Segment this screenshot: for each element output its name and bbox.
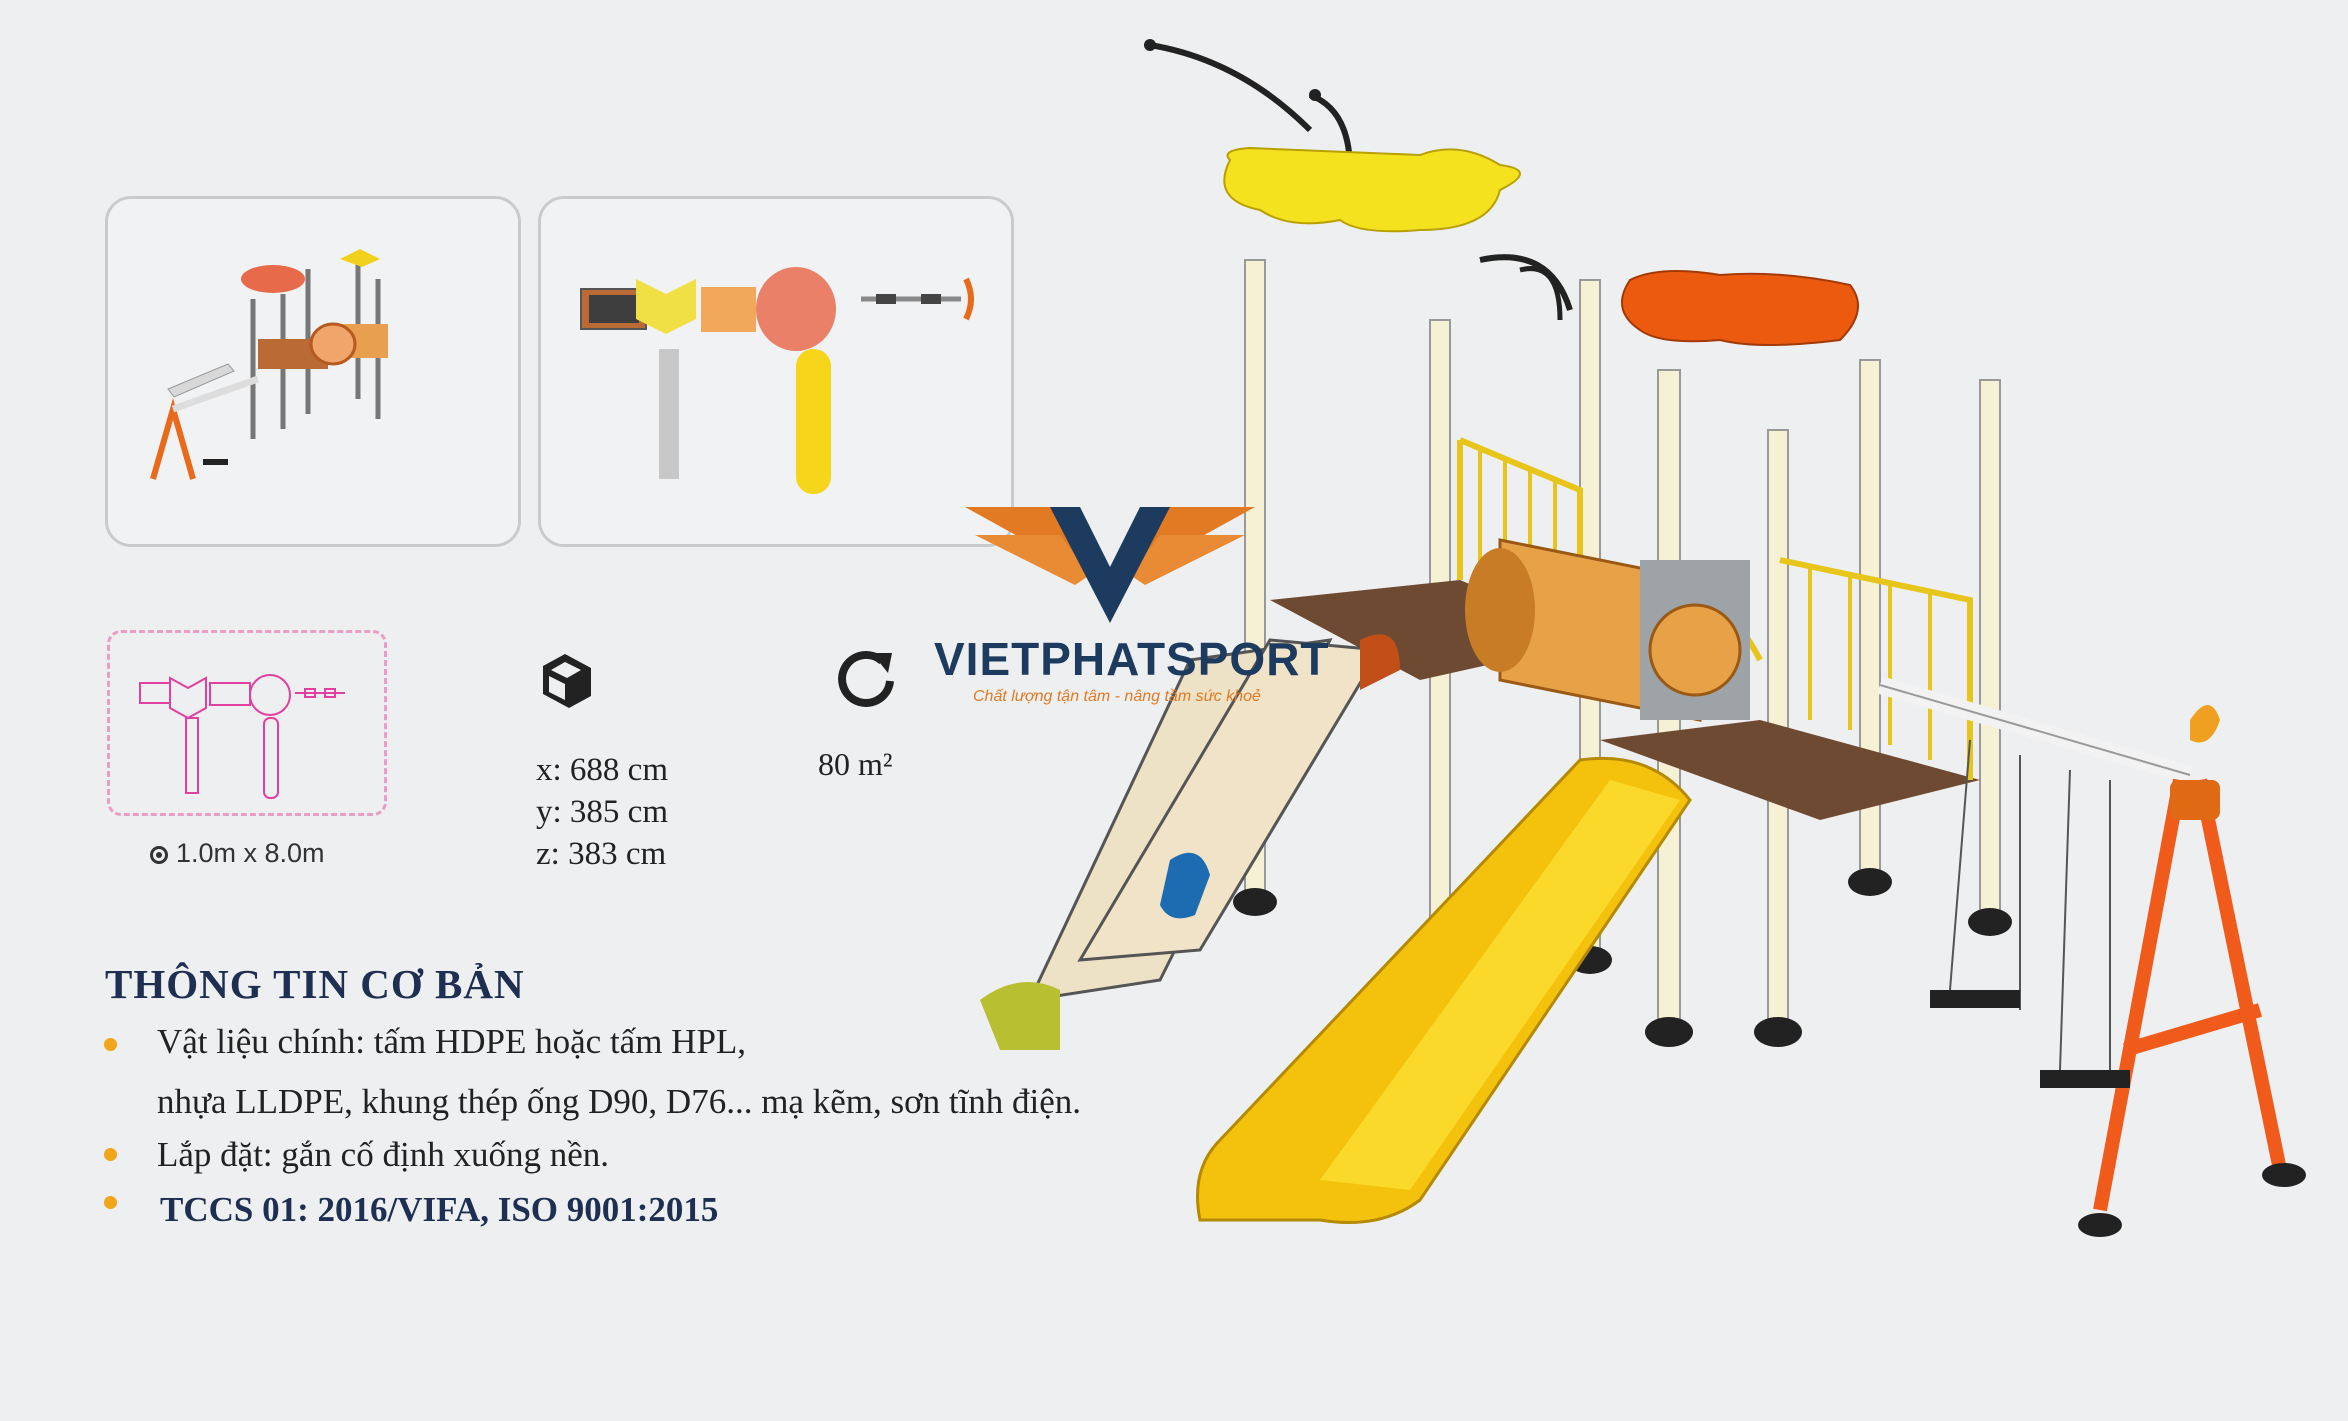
- dimension-y: y: 385 cm: [536, 794, 668, 830]
- playground-illustration: [980, 39, 2306, 1237]
- area-caption-text: 1.0m x 8.0m: [176, 838, 325, 868]
- rotate-icon: [838, 651, 894, 707]
- plan-diagram: [107, 630, 387, 816]
- bullet-dot: [104, 1038, 117, 1051]
- thumbnail-perspective-view[interactable]: [105, 196, 521, 547]
- bullet-dot: [104, 1148, 117, 1161]
- dimension-x: x: 688 cm: [536, 752, 668, 788]
- bullet-dot: [104, 1196, 117, 1209]
- playground-thumbnail-top: [541, 199, 1011, 544]
- material-line-2: nhựa LLDPE, khung thép ống D90, D76... m…: [157, 1082, 1082, 1121]
- vietphatsport-logo: [965, 507, 1255, 623]
- dimension-z: z: 383 cm: [536, 836, 667, 872]
- plan-diagram-drawing: [139, 674, 345, 799]
- area-value: 80 m²: [818, 746, 893, 782]
- brand-slogan: Chất lượng tận tâm - nâng tầm sức khoẻ: [973, 688, 1261, 705]
- info-title: THÔNG TIN CƠ BẢN: [105, 961, 525, 1007]
- material-line-1: Vật liệu chính: tấm HDPE hoặc tấm HPL,: [157, 1022, 747, 1061]
- area-caption: 1.0m x 8.0m: [150, 838, 325, 869]
- box-3d-icon: [543, 654, 591, 708]
- playground-thumbnail-perspective: [108, 199, 518, 544]
- brand-name: VIETPHATSPORT: [934, 633, 1330, 685]
- thumbnail-top-view[interactable]: [538, 196, 1014, 547]
- target-icon: [150, 846, 168, 864]
- installation-text: Lắp đặt: gắn cố định xuống nền.: [157, 1135, 609, 1174]
- standards-text: TCCS 01: 2016/VIFA, ISO 9001:2015: [160, 1190, 719, 1229]
